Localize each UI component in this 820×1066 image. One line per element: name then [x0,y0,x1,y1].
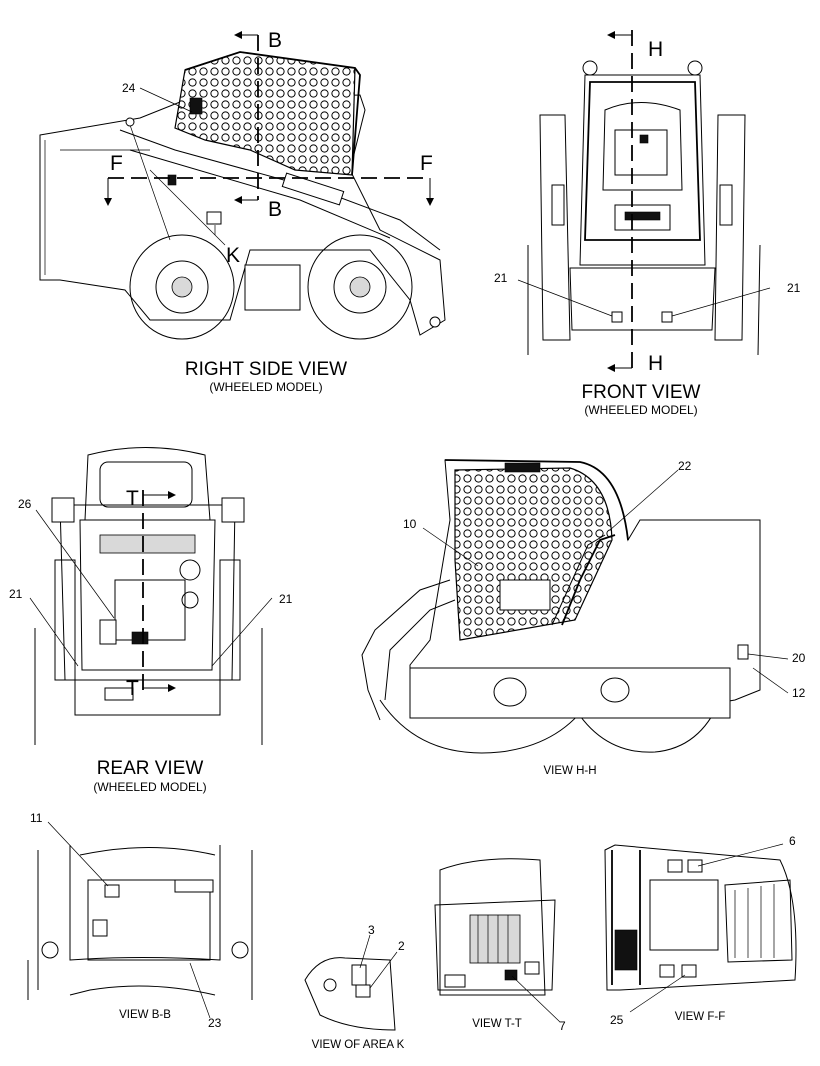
callout-21-rear-right: 21 [279,592,293,606]
callout-11: 11 [30,811,43,825]
rear-view-subtitle: (WHEELED MODEL) [93,780,206,794]
view-t-t: 7 VIEW T-T [434,858,566,1033]
view-of-area-k-title: VIEW OF AREA K [312,1039,405,1051]
rear-view: T T 26 21 21 REAR VIEW (WHEELED MODEL) [9,447,293,794]
callout-10: 10 [403,517,417,531]
view-f-f-title: VIEW F-F [675,1011,725,1023]
callout-7: 7 [559,1019,566,1033]
view-h-h: 22 10 20 12 VIEW H-H [361,459,806,777]
right-side-view-subtitle: (WHEELED MODEL) [209,380,322,394]
section-h-bottom: H [648,352,663,375]
callout-22: 22 [678,459,692,473]
callout-21-front-right: 21 [787,281,801,295]
front-view-title: FRONT VIEW [582,382,701,403]
callout-24: 24 [122,81,136,95]
view-of-area-k: 3 2 VIEW OF AREA K [304,923,405,1051]
callout-3: 3 [368,923,375,937]
view-t-t-title: VIEW T-T [472,1018,522,1030]
view-b-b-title: VIEW B-B [119,1009,171,1021]
section-f-left: F [110,152,123,175]
view-f-f: 6 25 VIEW F-F [604,834,797,1027]
callout-20: 20 [792,651,806,665]
right-side-view-title: RIGHT SIDE VIEW [185,359,347,380]
section-f-right: F [420,152,433,175]
front-view-subtitle: (WHEELED MODEL) [584,403,697,417]
callout-26: 26 [18,497,32,511]
front-view: H H 21 21 FRONT VIEW (WHEELED MODEL) [494,30,801,417]
callout-21-front-left: 21 [494,271,508,285]
callout-2: 2 [398,939,405,953]
section-b-bottom: B [268,198,282,221]
callout-25: 25 [610,1013,624,1027]
view-b-b: 11 23 VIEW B-B [27,811,253,1030]
right-side-view: F F B B K 24 RIGHT SIDE VIEW (WHEELED MO… [39,29,446,394]
view-h-h-title: VIEW H-H [543,765,596,777]
section-t-bottom: T [126,677,139,700]
callout-12: 12 [792,686,806,700]
section-t-top: T [126,487,139,510]
callout-23: 23 [208,1016,222,1030]
section-h-top: H [648,38,663,61]
callout-21-rear-left: 21 [9,587,23,601]
callout-6: 6 [789,834,796,848]
rear-view-title: REAR VIEW [97,758,204,779]
area-k-label: K [226,244,240,267]
section-b-top: B [268,29,282,52]
